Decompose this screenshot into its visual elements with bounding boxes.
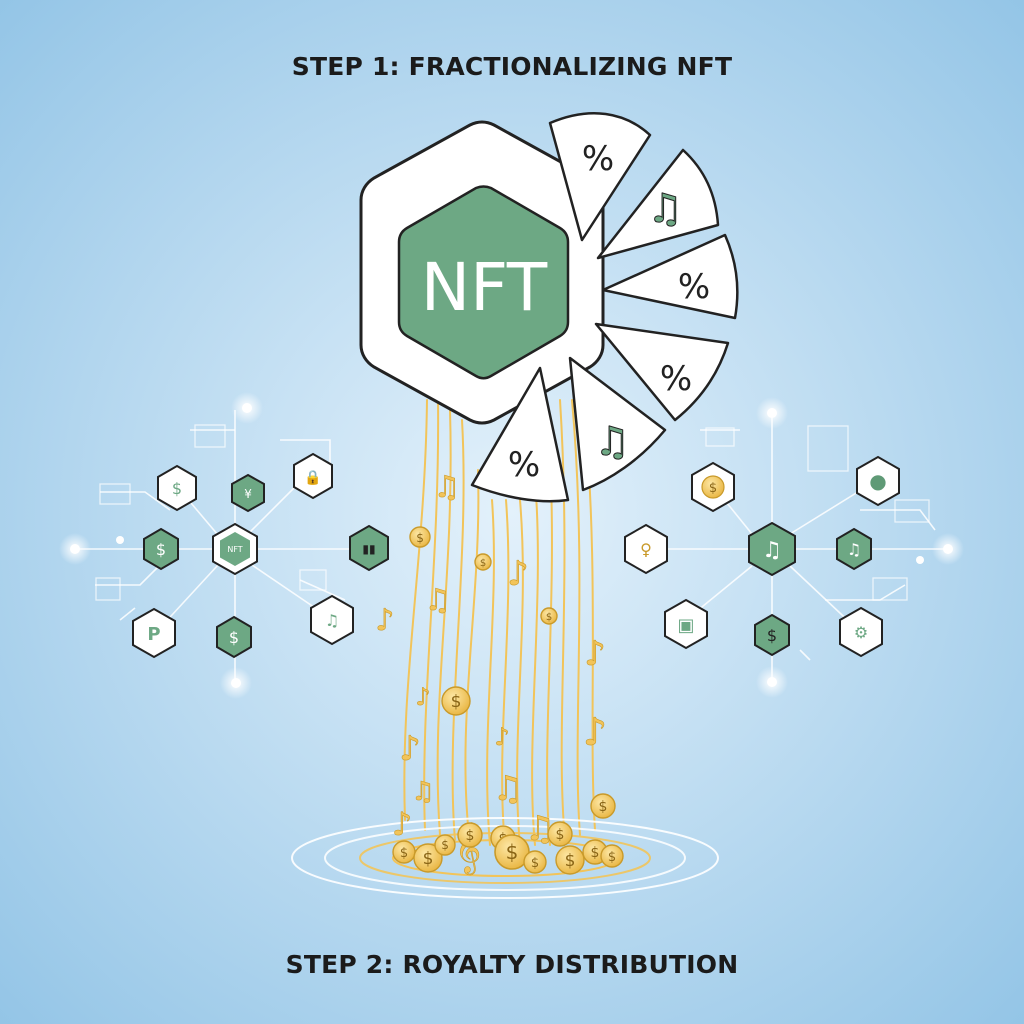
- left-network: NFT $ ¥ 🔒 $ ▮▮: [132, 452, 389, 659]
- fragment-5: ♫: [568, 356, 667, 492]
- coin: $: [590, 793, 616, 819]
- glow-dots: [59, 392, 964, 699]
- left-node-5: ▮▮: [349, 524, 389, 572]
- music-note-icon: ♪: [507, 554, 529, 594]
- svg-text:$: $: [480, 558, 486, 569]
- right-node-5: ▣: [664, 598, 708, 650]
- svg-text:$: $: [466, 828, 475, 844]
- fragment-2: ♫: [596, 148, 720, 260]
- dollar-icon: $: [172, 479, 182, 498]
- coin: $: [540, 607, 558, 625]
- right-node-4: ♫: [836, 527, 872, 571]
- music-note-icon: ♪: [583, 710, 607, 754]
- fragment-1: %: [548, 112, 652, 242]
- fragment-5-symbol: ♫: [594, 419, 630, 465]
- left-node-8: ♫: [310, 594, 354, 646]
- music-note-icon: ♪: [392, 805, 412, 843]
- wallet-icon: ●: [869, 469, 886, 493]
- svg-text:$: $: [565, 851, 576, 871]
- coin-icon: $: [709, 481, 717, 496]
- book-icon: ▮▮: [362, 542, 375, 556]
- yen-icon: ¥: [244, 487, 252, 501]
- dollar-icon: $: [229, 628, 239, 647]
- svg-text:$: $: [546, 612, 552, 623]
- left-node-4: $: [143, 527, 179, 571]
- left-circuit-boxes: [95, 424, 327, 601]
- coin-p-icon: P: [147, 624, 160, 645]
- user-icon: ♀: [640, 540, 652, 559]
- svg-text:$: $: [599, 799, 608, 815]
- svg-text:$: $: [451, 692, 462, 712]
- coin: $: [409, 526, 431, 548]
- music-note-icon: ♫: [425, 583, 452, 618]
- right-node-3: ♀: [624, 523, 668, 575]
- coin: $: [413, 843, 443, 873]
- left-node-3: 🔒: [293, 452, 333, 500]
- coin: $: [600, 844, 624, 868]
- music-note-icon: ♫: [847, 540, 861, 559]
- coin: $: [434, 834, 456, 856]
- nft-label: NFT: [421, 249, 548, 326]
- fragment-1-symbol: %: [582, 139, 614, 179]
- music-note-icon: ♫: [325, 611, 339, 630]
- svg-text:$: $: [531, 856, 539, 871]
- right-node-6: $: [754, 613, 790, 657]
- music-note-icon: ♫: [434, 470, 461, 505]
- left-node-2: ¥: [231, 473, 265, 513]
- right-circuit-boxes: [705, 425, 930, 601]
- music-note-icon: ♪: [415, 683, 430, 711]
- left-node-1: $: [157, 464, 197, 512]
- left-node-7: $: [216, 615, 252, 659]
- coin: $: [523, 850, 547, 874]
- music-note-icon: ♪: [584, 634, 606, 674]
- music-note-icon: ♪: [494, 723, 509, 751]
- coin: $: [474, 553, 492, 571]
- step-1-title: STEP 1: FRACTIONALIZING NFT: [291, 52, 733, 81]
- fragment-6-symbol: %: [508, 445, 540, 485]
- coin: $: [441, 686, 471, 716]
- dollar-icon: $: [767, 626, 777, 645]
- svg-text:$: $: [556, 827, 565, 843]
- settings-icon: ⚙: [854, 623, 868, 642]
- coin: $: [392, 840, 416, 864]
- lock-icon: 🔒: [304, 470, 321, 486]
- fragment-2-symbol: ♫: [647, 186, 683, 232]
- svg-text:$: $: [591, 845, 600, 861]
- right-hub-node: ♫: [748, 521, 796, 577]
- left-node-6: P: [132, 607, 176, 659]
- fragment-4-symbol: %: [660, 359, 692, 399]
- svg-text:$: $: [400, 846, 408, 861]
- svg-text:$: $: [441, 838, 449, 852]
- step-2-title: STEP 2: ROYALTY DISTRIBUTION: [285, 950, 739, 979]
- image-icon: ▣: [677, 615, 694, 636]
- coin: $: [457, 822, 483, 848]
- music-note-icon: ♫: [411, 777, 434, 807]
- music-note-icon: ♪: [375, 603, 394, 638]
- right-node-7: ⚙: [839, 606, 883, 658]
- right-node-2: ●: [856, 455, 900, 507]
- music-note-icon: ♪: [399, 729, 421, 769]
- right-node-1: $: [691, 461, 735, 513]
- fragment-3: %: [601, 233, 739, 320]
- svg-text:$: $: [416, 531, 424, 545]
- coin: $: [555, 845, 585, 875]
- fragment-4: %: [594, 322, 730, 422]
- svg-text:$: $: [423, 849, 434, 869]
- music-note-icon: ♫: [493, 769, 523, 809]
- fragment-6: %: [470, 366, 570, 503]
- fragment-3-symbol: %: [678, 267, 710, 307]
- left-hub-node: NFT: [212, 522, 258, 576]
- right-hub-label: ♫: [762, 538, 782, 563]
- right-network: ♫ $ ● ♀ ♫ ▣: [624, 455, 900, 658]
- coin: $: [547, 821, 573, 847]
- dollar-icon: $: [156, 540, 166, 559]
- nft-inner-hexagon: [397, 185, 570, 380]
- svg-text:$: $: [608, 850, 616, 865]
- svg-text:$: $: [506, 840, 519, 864]
- left-hub-label: NFT: [227, 545, 242, 554]
- floating-coins: $ $ $ $ $ $ $ $ $ $ $ $ $ $ $ $: [392, 526, 624, 875]
- coin: $: [494, 834, 530, 870]
